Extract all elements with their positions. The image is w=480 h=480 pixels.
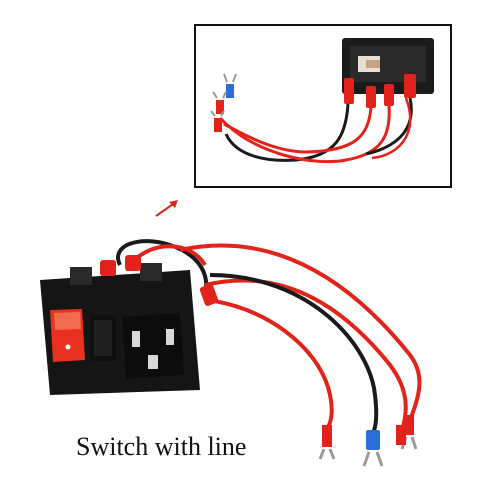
iec-inlet <box>122 313 184 379</box>
red-arrow-icon <box>155 200 178 217</box>
blue-terminal <box>366 430 380 450</box>
switch-product-photo <box>40 239 422 467</box>
caption-text: Switch with line <box>76 432 247 461</box>
detail-inset-frame <box>194 24 452 188</box>
rear-view-photo <box>210 38 434 164</box>
